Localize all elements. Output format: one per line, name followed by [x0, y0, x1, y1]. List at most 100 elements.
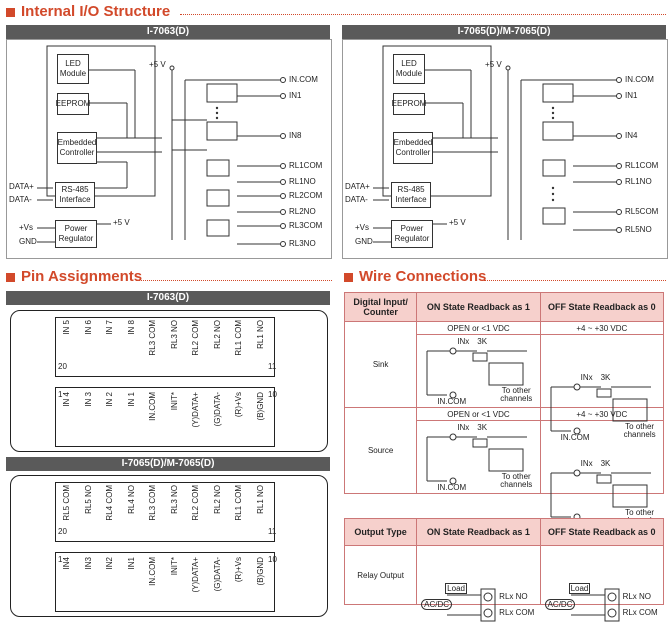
embedded-controller-block: Embedded Controller	[57, 132, 97, 164]
condition-cell: +4 ~ +30 VDC	[539, 321, 665, 335]
load-label: Load	[445, 583, 467, 594]
sink-on-circuit: INx 3K IN.COM To other channels	[416, 334, 541, 408]
row-label: Source	[343, 407, 418, 494]
terminal-label: RL5NO	[625, 225, 652, 234]
data-minus-label: DATA-	[9, 195, 32, 204]
rlx-no-label: RLx NO	[499, 592, 528, 601]
vs-label: +Vs	[19, 223, 34, 232]
row-label: Relay Output	[343, 545, 418, 605]
rlx-no-label: RLx NO	[622, 592, 652, 601]
top-terminal-block	[55, 482, 275, 542]
divider	[180, 14, 666, 15]
condition-cell: OPEN or <1 VDC	[416, 407, 541, 421]
gnd-label: GND	[355, 237, 373, 246]
other-channels-label: To other channels	[500, 386, 533, 403]
terminal-label: RL2COM	[289, 191, 323, 200]
circuit-diagram	[426, 433, 528, 485]
supply-label: +5 V	[485, 60, 502, 69]
pin-label-bottom: (R)+Vs	[234, 392, 243, 418]
condition-cell: OPEN or <1 VDC	[416, 321, 541, 335]
pin-label-top: RL4 NO	[126, 485, 136, 514]
other-channels-label: To other channels	[500, 472, 533, 489]
inx-label: INx	[457, 337, 470, 346]
pin-label-top: RL5 COM	[62, 485, 71, 521]
terminal-label: RL1NO	[289, 177, 316, 186]
resistor-label: 3K	[477, 423, 488, 432]
bottom-terminal-block	[55, 387, 275, 447]
relay-diagram	[570, 588, 620, 622]
square-icon	[344, 272, 353, 282]
table-header: OFF State Readback as 0	[539, 518, 665, 546]
pin-number: 10	[268, 390, 277, 399]
divider	[484, 280, 666, 281]
inx-label: INx	[580, 373, 593, 382]
supply-label-2: +5 V	[113, 218, 130, 227]
terminal-label: RL1COM	[625, 161, 659, 170]
pin-label-top: RL1 COM	[234, 320, 243, 356]
wire-section-label: Wire Connections	[359, 268, 487, 285]
incom-label: IN.COM	[560, 433, 590, 442]
terminal-label: IN1	[625, 91, 638, 100]
pin-number: 1	[58, 555, 63, 564]
gnd-label: GND	[19, 237, 37, 246]
pin-label-bottom: (B)GND	[255, 392, 265, 421]
other-channels-label: To other channels	[623, 422, 656, 439]
pin-label-bottom: IN 4	[62, 392, 71, 407]
terminal-label: RL1COM	[289, 161, 323, 170]
pin-number: 11	[268, 362, 277, 371]
led-module-block: LED Module	[393, 54, 425, 84]
table-header: ON State Readback as 1	[416, 518, 541, 546]
pin-label-top: RL3 NO	[169, 320, 179, 349]
square-icon	[6, 272, 15, 282]
inx-label: INx	[580, 459, 593, 468]
table-header: OFF State Readback as 0	[539, 292, 665, 322]
circuit-diagram	[550, 383, 651, 435]
pin-label-bottom: IN3	[83, 557, 93, 570]
pin-label-bottom: IN 2	[105, 392, 114, 407]
vs-label: +Vs	[355, 223, 370, 232]
io-left-bar: I-7063(D)	[6, 25, 330, 39]
pin-label-bottom: INIT*	[169, 557, 179, 576]
pin-label-bottom: IN 3	[83, 392, 93, 407]
pin-label-top: RL3 NO	[169, 485, 179, 514]
io-left-wiring	[37, 45, 286, 247]
rlx-com-label: RLx COM	[622, 608, 658, 617]
pin-label-top: RL2 COM	[191, 485, 200, 521]
rs485-interface-block: RS-485 Interface	[55, 182, 95, 208]
pin-label-bottom: (R)+Vs	[234, 557, 243, 583]
led-module-block: LED Module	[57, 54, 89, 84]
pin-label-bottom: (G)DATA-	[212, 557, 222, 592]
terminal-label: RL1NO	[625, 177, 652, 186]
pin-label-bottom: (G)DATA-	[212, 392, 222, 427]
pin-label-top: RL3 COM	[148, 320, 157, 356]
power-regulator-block: Power Regulator	[391, 220, 433, 248]
io-right-bar: I-7065(D)/M-7065(D)	[342, 25, 666, 39]
pin-number: 1	[58, 390, 63, 399]
embedded-controller-block: Embedded Controller	[393, 132, 433, 164]
power-regulator-block: Power Regulator	[55, 220, 97, 248]
terminal-label: RL2NO	[289, 207, 316, 216]
eeprom-block: EEPROM	[392, 93, 426, 115]
load-label: Load	[568, 583, 591, 594]
terminal-label: RL3NO	[289, 239, 316, 248]
data-plus-label: DATA+	[9, 182, 34, 191]
source-on-circuit: INx 3K IN.COM To other channels	[416, 420, 541, 494]
io-right-diagram: LED Module EEPROM Embedded Controller RS…	[342, 39, 668, 259]
pin-label-bottom: IN 1	[126, 392, 136, 407]
table-header: Digital Input/ Counter	[343, 292, 418, 322]
pin-label-bottom: (Y)DATA+	[191, 557, 200, 593]
terminal-label: IN1	[289, 91, 302, 100]
wire-section-title: Wire Connections	[344, 268, 486, 285]
rs485-interface-block: RS-485 Interface	[391, 182, 431, 208]
divider	[136, 280, 332, 281]
supply-label-2: +5 V	[449, 218, 466, 227]
supply-label: +5 V	[149, 60, 166, 69]
pin-label-bottom: (B)GND	[255, 557, 265, 586]
rlx-com-label: RLx COM	[499, 608, 535, 617]
pins-section-label: Pin Assignments	[21, 268, 143, 285]
io-right-wiring	[373, 45, 622, 243]
data-minus-label: DATA-	[345, 195, 368, 204]
pin-number: 20	[58, 527, 67, 536]
pin-label-top: RL5 NO	[83, 485, 93, 514]
pin-label-top: RL1 COM	[234, 485, 243, 521]
